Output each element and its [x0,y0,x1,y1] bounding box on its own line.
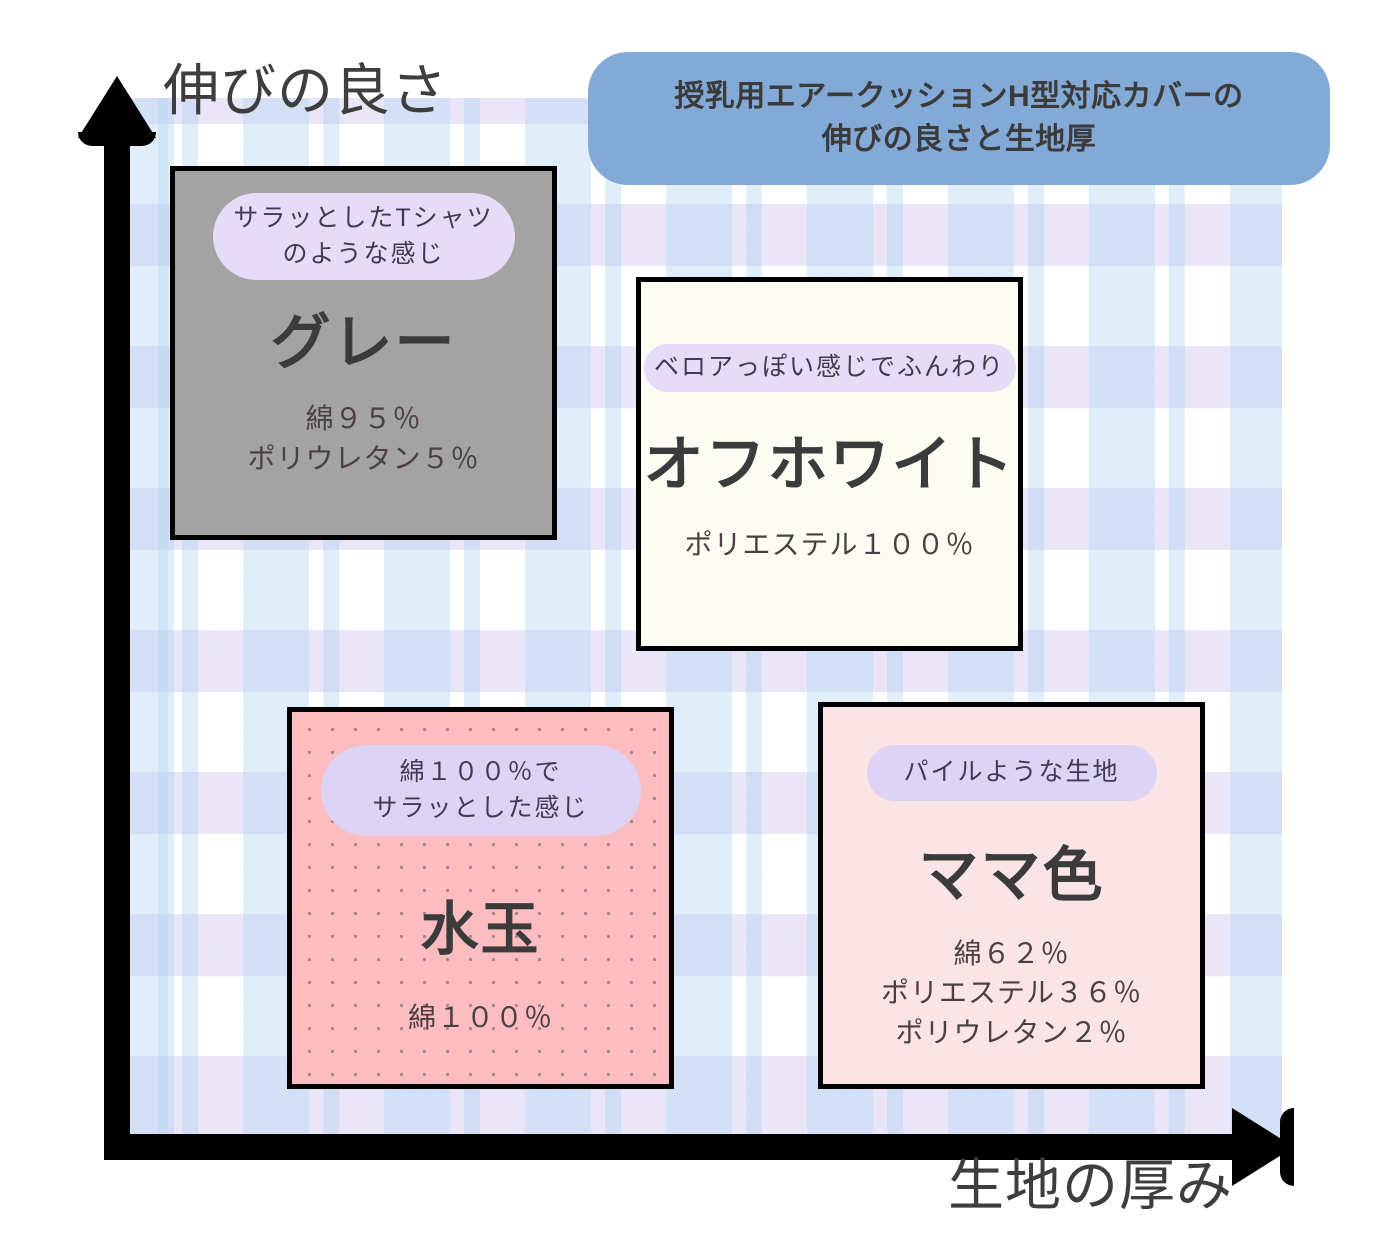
fabric-feel-pill: サラッとしたTシャツ のような感じ [212,193,515,280]
y-axis-label: 伸びの良さ [163,59,448,122]
y-axis-arrowhead-icon [78,76,156,146]
fabric-name: オフホワイト [643,430,1016,498]
x-axis-line [104,1134,1272,1160]
fabric-name: グレー [270,309,457,376]
fabric-composition: 綿６２％ ポリエステル３６％ ポリウレタン２％ [880,937,1142,1049]
fabric-card-offwhite[interactable]: ベロアっぽい感じでふんわり オフホワイト ポリエステル１００％ [636,277,1023,651]
fabric-composition: 綿１００％ [407,1002,553,1033]
fabric-feel-pill: 綿１００％で サラッとした感じ [320,745,641,836]
fabric-name: 水玉 [420,897,541,962]
fabric-feel-pill: ベロアっぽい感じでふんわり [643,344,1016,392]
y-axis-line [104,120,130,1160]
fabric-name: ママ色 [918,841,1105,909]
title-text: 授乳用エアークッションH型対応カバーの 伸びの良さと生地厚 [674,79,1244,156]
fabric-composition: 綿９５％ ポリウレタン５％ [247,403,480,474]
title-banner: 授乳用エアークッションH型対応カバーの 伸びの良さと生地厚 [588,52,1330,185]
fabric-composition: ポリエステル１００％ [684,528,975,560]
fabric-card-grey[interactable]: サラッとしたTシャツ のような感じ グレー 綿９５％ ポリウレタン５％ [170,166,557,540]
x-axis-arrowhead-icon [1232,1108,1294,1186]
fabric-feel-pill: パイルような生地 [866,745,1157,801]
fabric-card-mamairo[interactable]: パイルような生地 ママ色 綿６２％ ポリエステル３６％ ポリウレタン２％ [818,702,1205,1089]
fabric-card-polkadot[interactable]: 綿１００％で サラッとした感じ 水玉 綿１００％ [287,707,674,1089]
x-axis-label: 生地の厚み [948,1154,1233,1217]
fabric-card-content: 綿１００％で サラッとした感じ 水玉 綿１００％ [292,712,669,1038]
